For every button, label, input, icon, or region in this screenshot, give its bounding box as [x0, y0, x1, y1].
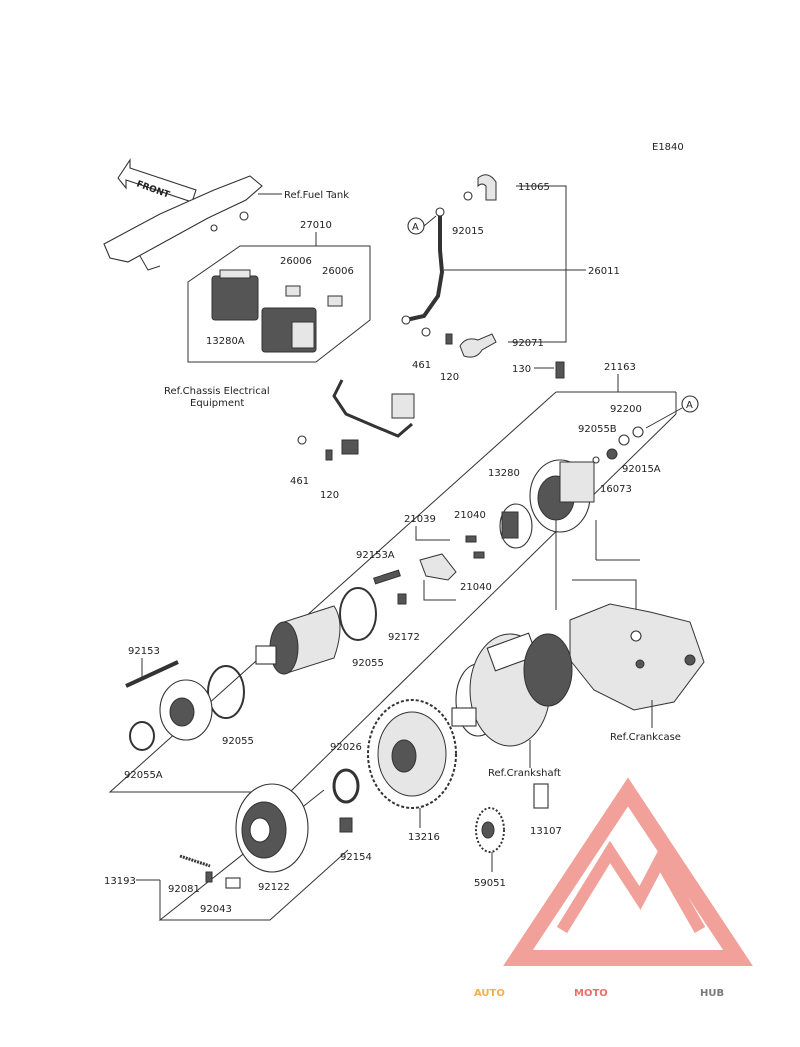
- label-13216: 13216: [408, 832, 440, 843]
- relay-13280A: [211, 269, 259, 321]
- label-92055B: 92055B: [578, 424, 617, 435]
- label-461a: 461: [412, 360, 431, 371]
- watermark-moto: MOTO: [574, 988, 608, 999]
- label-92071: 92071: [512, 338, 544, 349]
- label-27010: 27010: [300, 220, 332, 231]
- fuse-26006b: [327, 295, 343, 307]
- label-92153: 92153: [128, 646, 160, 657]
- label-11065: 11065: [518, 182, 550, 193]
- label-92200: 92200: [610, 404, 642, 415]
- label-13193: 13193: [104, 876, 136, 887]
- relay-cluster: [261, 307, 317, 353]
- label-130: 130: [512, 364, 531, 375]
- label-92081: 92081: [168, 884, 200, 895]
- label-13107: 13107: [530, 826, 562, 837]
- bolt-92154: [339, 817, 353, 833]
- starter-end-cover: [529, 459, 595, 533]
- label-21039: 21039: [404, 514, 436, 525]
- fuel-tank-bracket: [103, 175, 263, 271]
- ref-chassis-line1: Ref.Chassis Electrical: [164, 386, 270, 397]
- label-92122: 92122: [258, 882, 290, 893]
- label-26006a: 26006: [280, 256, 312, 267]
- label-92015A: 92015A: [622, 464, 661, 475]
- label-120b: 120: [320, 490, 339, 501]
- label-16073: 16073: [600, 484, 632, 495]
- label-21163: 21163: [604, 362, 636, 373]
- ref-crankcase: Ref.Crankcase: [610, 732, 681, 743]
- dowel-13107: [533, 783, 549, 809]
- connector-a-icon-top: A: [407, 217, 425, 235]
- watermark-auto: AUTO: [474, 988, 505, 999]
- bolt-130: [555, 361, 565, 379]
- label-13280: 13280: [488, 468, 520, 479]
- harness-connector: [391, 393, 415, 419]
- svg-text:A: A: [686, 400, 693, 411]
- label-21040a: 21040: [454, 510, 486, 521]
- label-92154: 92154: [340, 852, 372, 863]
- front-arrow-icon: FRONT: [117, 158, 197, 203]
- label-120a: 120: [440, 372, 459, 383]
- label-461b: 461: [290, 476, 309, 487]
- terminal-bracket: [419, 553, 457, 581]
- cable-boot-92071: [459, 333, 497, 358]
- label-92055A: 92055A: [124, 770, 163, 781]
- ref-crankshaft: Ref.Crankshaft: [488, 768, 561, 779]
- label-59051: 59051: [474, 878, 506, 889]
- brush-holder-13280: [499, 503, 533, 549]
- crankshaft: [451, 632, 573, 747]
- watermark-logo: AUTO MOTO HUB: [474, 777, 753, 999]
- ref-fuel-tank: Ref.Fuel Tank: [284, 190, 349, 201]
- label-92043: 92043: [200, 904, 232, 915]
- label-92015: 92015: [452, 226, 484, 237]
- cable-boot-11065: [477, 174, 497, 201]
- label-92055b: 92055: [222, 736, 254, 747]
- fuse-26006a: [285, 285, 301, 297]
- label-13280A: 13280A: [206, 336, 245, 347]
- roller-92122: [225, 877, 241, 889]
- starter-clutch: [235, 783, 309, 873]
- label-92153A: 92153A: [356, 550, 395, 561]
- gear-59051: [475, 807, 505, 853]
- starter-front-cover: [159, 679, 213, 741]
- watermark-hub: HUB: [700, 988, 724, 999]
- svg-text:A: A: [412, 222, 419, 233]
- label-21040b: 21040: [460, 582, 492, 593]
- starter-gear-13216: [367, 699, 457, 809]
- starter-motor-yoke: [255, 605, 341, 675]
- figure-code: E1840: [652, 142, 684, 153]
- ref-chassis-line2: Equipment: [190, 398, 244, 409]
- label-92055a: 92055: [352, 658, 384, 669]
- crankcase-section: [569, 603, 705, 711]
- label-26011: 26011: [588, 266, 620, 277]
- connector-a-icon-right: A: [681, 395, 699, 413]
- label-26006b: 26006: [322, 266, 354, 277]
- label-92026: 92026: [330, 742, 362, 753]
- label-92172: 92172: [388, 632, 420, 643]
